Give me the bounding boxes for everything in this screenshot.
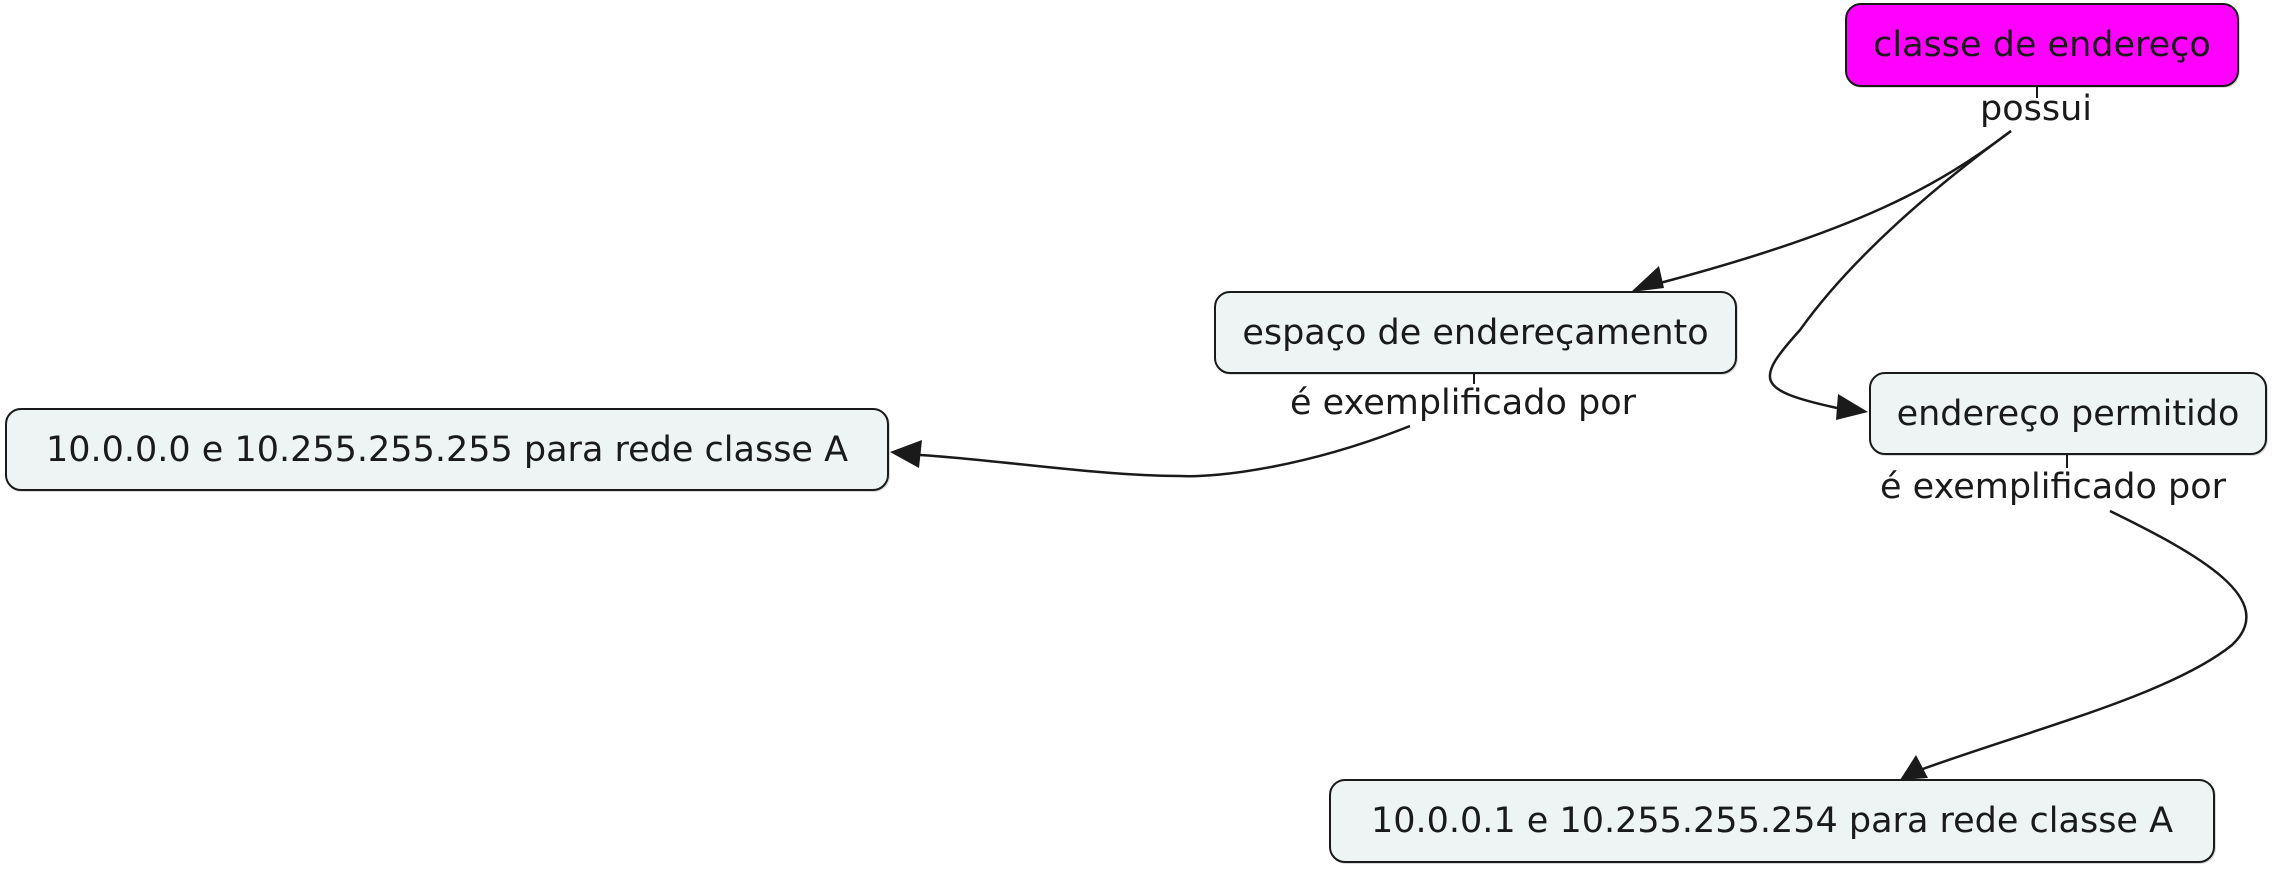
arrow-possui-to-permitido — [1768, 129, 2012, 410]
concept-permitido-label: endereço permitido — [1896, 393, 2240, 434]
concept-endereco-permitido[interactable]: endereço permitido — [1869, 372, 2267, 455]
concept-espaco-de-enderecamento[interactable]: espaço de endereçamento — [1214, 291, 1737, 374]
concept-exemplo-rede-a-espaco[interactable]: 10.0.0.0 e 10.255.255.255 para rede clas… — [5, 408, 889, 491]
link-label-possui: possui — [1980, 89, 2093, 129]
arrowhead-exemplo-a — [890, 440, 922, 468]
link-label-exemplificado-permitido: é exemplificado por — [1880, 467, 2227, 507]
concept-exemplo-b-label: 10.0.0.1 e 10.255.255.254 para rede clas… — [1370, 801, 2174, 841]
arrow-exemplificado1-to-exemplo-a — [919, 424, 1411, 478]
arrowhead-espaco — [1631, 266, 1664, 292]
concept-classe-label: classe de endereço — [1873, 25, 2211, 65]
arrowhead-exemplo-b — [1900, 755, 1928, 780]
arrow-exemplificado2-to-exemplo-b — [1919, 509, 2248, 772]
concept-exemplo-a-label: 10.0.0.0 e 10.255.255.255 para rede clas… — [45, 429, 849, 470]
arrow-possui-to-espaco — [1659, 130, 2012, 285]
concept-exemplo-rede-a-permitido[interactable]: 10.0.0.1 e 10.255.255.254 para rede clas… — [1329, 779, 2215, 863]
concept-espaco-label: espaço de endereçamento — [1242, 312, 1709, 353]
concept-classe-de-endereco[interactable]: classe de endereço — [1845, 3, 2239, 87]
link-label-exemplificado-espaco: é exemplificado por — [1290, 383, 1637, 423]
arrowhead-permitido — [1836, 394, 1868, 420]
